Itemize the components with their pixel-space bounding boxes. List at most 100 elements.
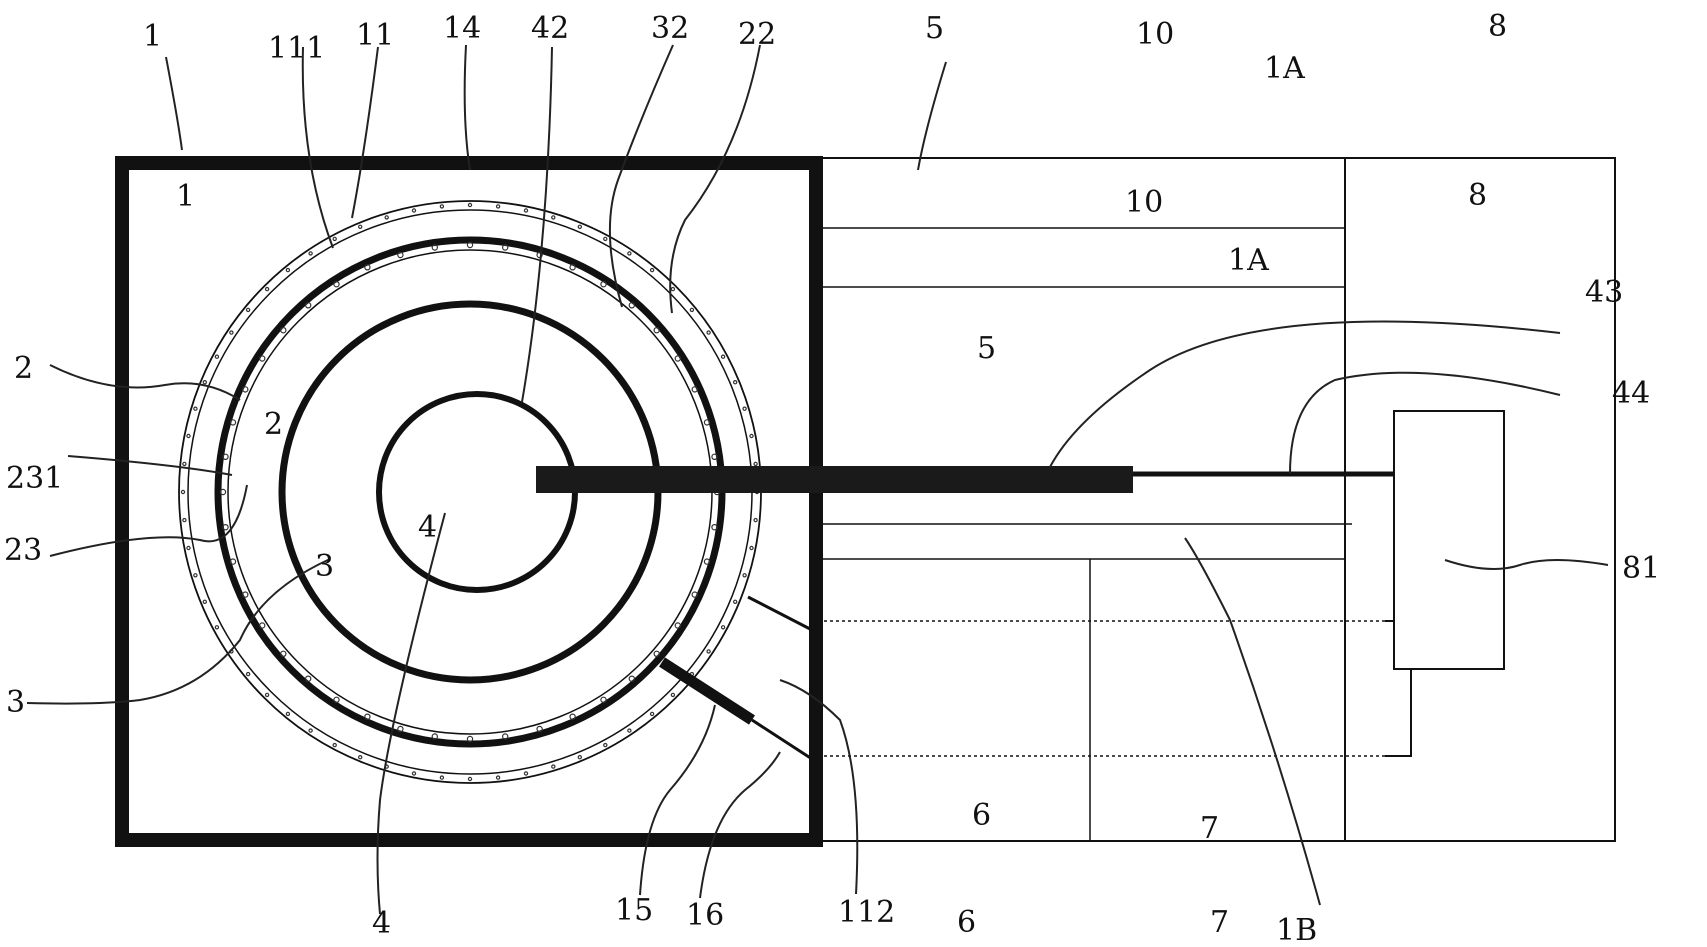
hole-dot (384, 215, 389, 220)
label-81: 81 (1622, 551, 1660, 586)
hole-dot (691, 386, 698, 393)
label-32: 32 (651, 11, 689, 46)
label-2-inner: 2 (264, 407, 283, 442)
side-duct (747, 595, 813, 632)
hole-dot (706, 649, 711, 654)
label-4: 4 (372, 906, 391, 941)
hole-dot (411, 771, 417, 776)
hole-dot (202, 599, 207, 605)
probe-rod (659, 657, 755, 725)
hole-dot (305, 302, 312, 309)
hole-dot (753, 517, 758, 523)
label-8: 8 (1488, 9, 1507, 44)
hole-dot (180, 489, 186, 495)
hole-dot (229, 419, 237, 426)
label-42: 42 (531, 11, 569, 46)
label-23: 23 (4, 533, 42, 568)
hole-dot (358, 224, 363, 229)
hole-dot (733, 380, 738, 385)
hole-dot (397, 725, 404, 733)
hole-dot (711, 453, 718, 460)
hole-dot (466, 735, 474, 743)
hole-dot (753, 461, 758, 467)
hole-dot (431, 244, 438, 251)
label-1B: 1B (1276, 913, 1317, 947)
leader-lines (26, 44, 1609, 915)
hole-dot (720, 354, 726, 359)
hole-dot (364, 713, 371, 720)
hole-dot (242, 591, 249, 598)
hole-dot (305, 675, 312, 682)
hole-dot (259, 355, 266, 362)
label-10-inner: 10 (1125, 185, 1163, 220)
hole-dot (551, 764, 556, 769)
outer-hole-ring (180, 202, 760, 782)
hole-dot (222, 453, 229, 460)
label-15: 15 (615, 893, 653, 928)
label-10: 10 (1136, 17, 1174, 52)
hole-dot (670, 692, 676, 698)
hole-dot (649, 711, 655, 717)
hole-dot (502, 733, 509, 740)
hole-dot (627, 251, 632, 256)
label-7: 7 (1210, 905, 1229, 940)
hole-dot (333, 281, 340, 288)
label-3: 3 (6, 685, 25, 720)
hole-dot (628, 302, 636, 309)
hole-dot (219, 488, 227, 496)
hole-dot (523, 208, 529, 213)
hole-dot (229, 330, 234, 335)
hole-dot (182, 461, 187, 467)
hole-dot (214, 625, 220, 630)
hole-dot (280, 650, 287, 658)
label-112: 112 (838, 895, 895, 930)
label-5: 5 (925, 11, 944, 46)
hole-dot (467, 776, 473, 782)
hole-dot (193, 573, 198, 578)
hole-dot (720, 625, 726, 630)
hole-dot (649, 267, 655, 273)
hole-dot (264, 286, 270, 292)
hole-dot (536, 725, 543, 733)
label-111: 111 (268, 31, 325, 66)
hole-dot (245, 671, 251, 677)
hole-dot (280, 327, 287, 334)
hole-dot (242, 386, 249, 393)
hole-dot (749, 545, 754, 551)
hole-dot (733, 599, 738, 605)
hole-dot (600, 696, 607, 704)
hole-dot (603, 742, 608, 748)
label-6: 6 (957, 905, 976, 940)
hole-dot (202, 380, 207, 385)
hole-dot (245, 307, 251, 313)
label-1: 1 (143, 19, 162, 54)
hole-dot (749, 433, 754, 439)
hole-dot (653, 650, 660, 658)
hole-dot (523, 771, 529, 776)
label-11: 11 (356, 18, 394, 53)
hole-dot (332, 742, 337, 748)
hole-dot (600, 281, 607, 288)
hole-dot (711, 524, 718, 531)
label-6-inner: 6 (972, 798, 991, 833)
reference-labels: 1 111 11 14 42 32 22 5 10 1A 8 43 44 2 2… (4, 9, 1660, 947)
hole-dot (670, 286, 676, 292)
hole-dot (186, 433, 191, 439)
hole-dot (397, 251, 404, 259)
label-22: 22 (738, 17, 776, 52)
hole-dot (308, 728, 313, 733)
probe-lead (751, 718, 813, 761)
hole-dot (502, 244, 509, 251)
hole-dot (439, 775, 445, 780)
hole-dot (653, 327, 660, 334)
label-7-inner: 7 (1200, 811, 1219, 846)
hole-dot (603, 236, 608, 242)
hole-dot (332, 236, 337, 242)
hole-dot (285, 267, 291, 273)
hole-dot (466, 241, 474, 249)
label-44: 44 (1612, 376, 1650, 411)
hole-dot (689, 307, 695, 313)
hole-dot (264, 692, 270, 698)
label-1A: 1A (1264, 51, 1305, 86)
inner-hole-ring (219, 241, 721, 743)
